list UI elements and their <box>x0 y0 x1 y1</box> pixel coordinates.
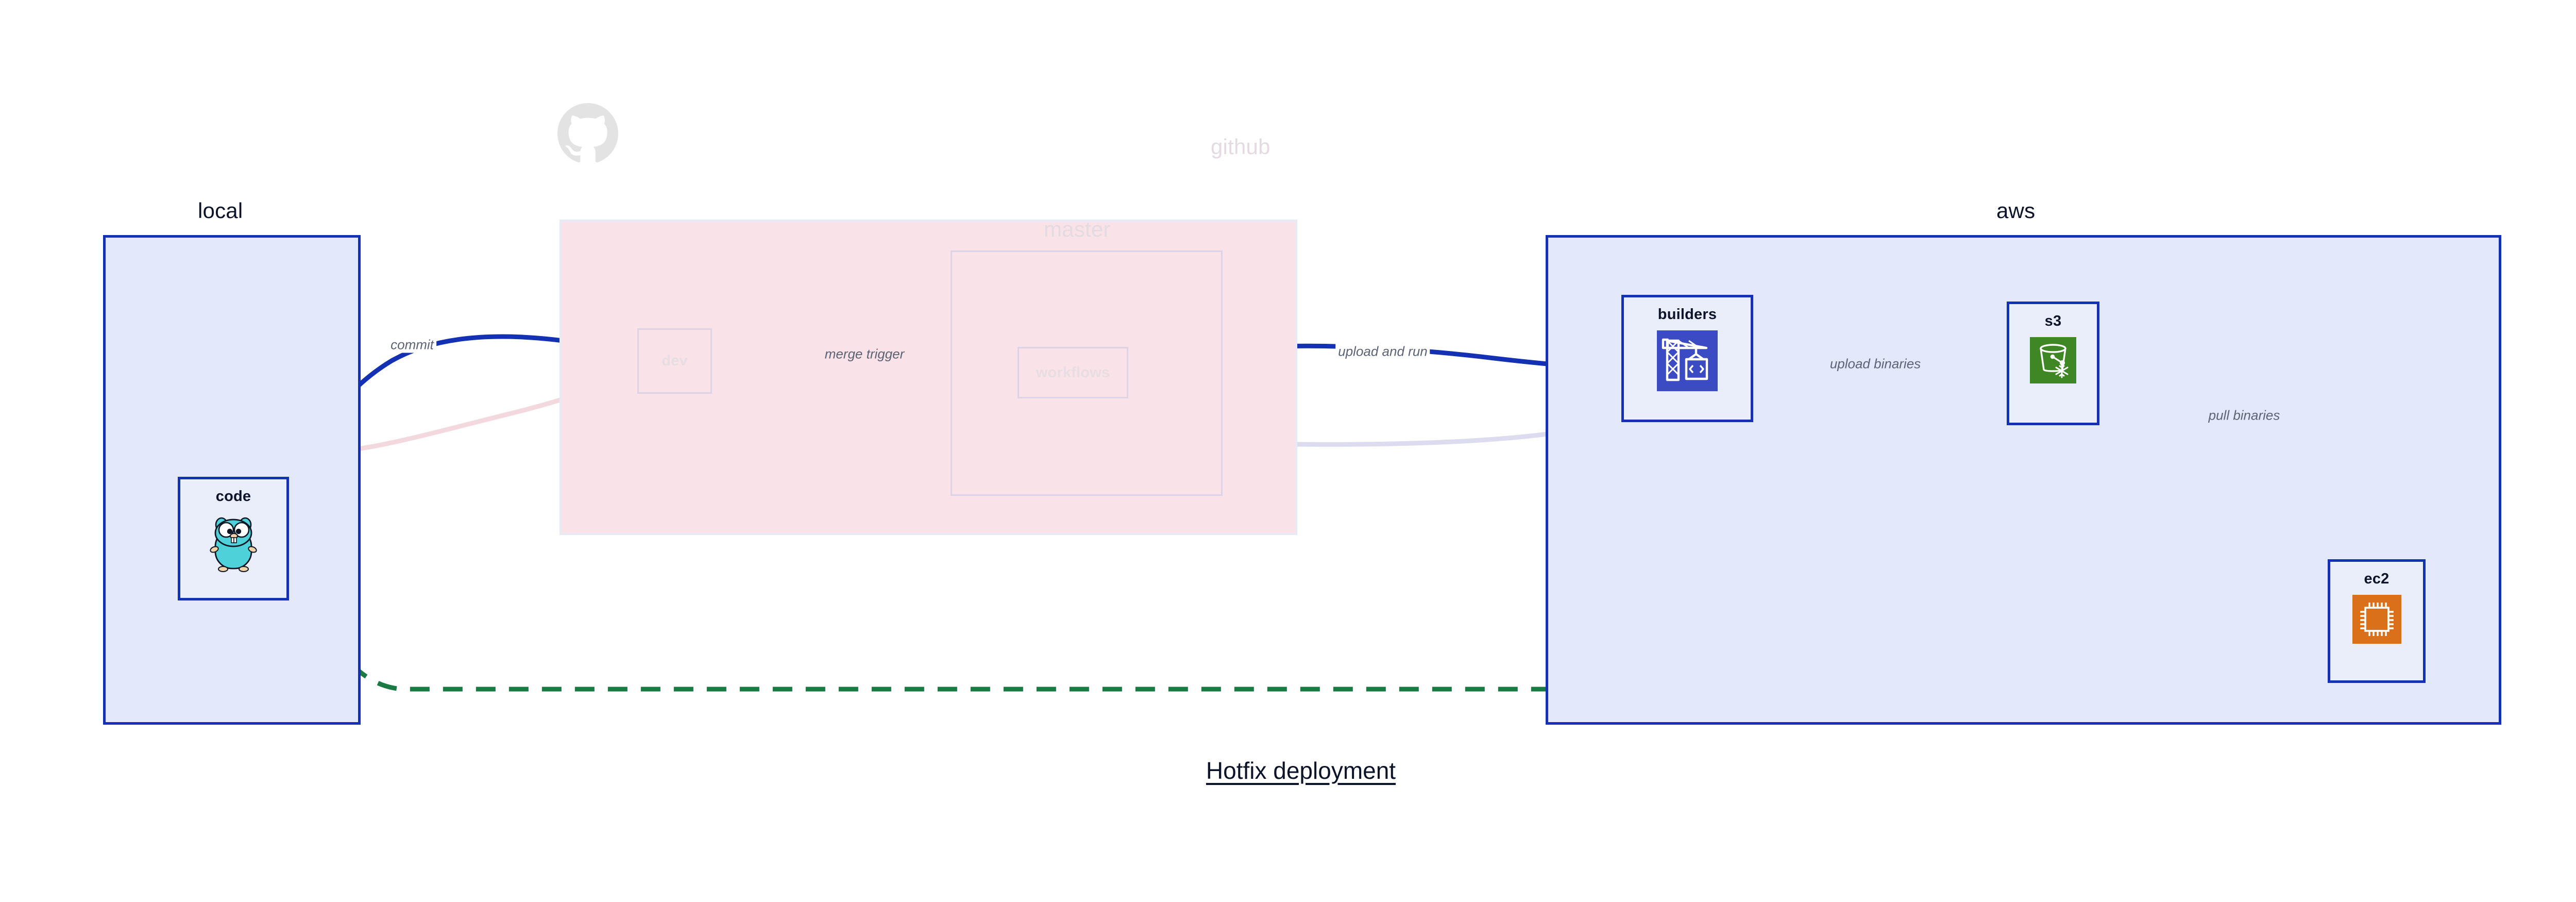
node-builders-label: builders <box>1657 306 1717 323</box>
group-title-master: master <box>1044 217 1111 241</box>
node-workflows[interactable]: workflows <box>1018 347 1128 398</box>
edge-label-commit: commit <box>388 337 436 353</box>
group-master <box>951 250 1223 496</box>
node-ec2[interactable]: ec2 <box>2328 559 2426 683</box>
node-dev-label: dev <box>662 353 688 369</box>
group-title-aws: aws <box>1996 198 2036 223</box>
edge-label-upload-and-run: upload and run <box>1335 343 1430 360</box>
node-workflows-label: workflows <box>1036 364 1110 381</box>
node-dev[interactable]: dev <box>637 328 712 394</box>
diagram-caption: Hotfix deployment <box>1206 757 1396 784</box>
aws-s3-icon <box>2030 337 2076 383</box>
aws-codebuild-icon <box>1657 330 1718 391</box>
node-builders[interactable]: builders <box>1621 295 1753 422</box>
group-title-local: local <box>198 198 243 223</box>
github-octocat-icon <box>557 103 618 164</box>
edge-label-merge-trigger: merge trigger <box>822 346 907 362</box>
node-s3[interactable]: s3 <box>2007 302 2099 425</box>
node-code[interactable]: code <box>178 477 289 600</box>
edge-label-pull-binaries: pull binaries <box>2206 407 2283 424</box>
node-ec2-label: ec2 <box>2364 571 2389 587</box>
edge-label-upload-binaries: upload binaries <box>1827 356 1924 372</box>
node-code-label: code <box>215 488 251 505</box>
group-github <box>560 220 1297 535</box>
aws-ec2-icon <box>2352 595 2401 644</box>
go-gopher-icon <box>205 512 262 573</box>
group-title-github: github <box>1211 135 1270 159</box>
node-s3-label: s3 <box>2044 313 2062 329</box>
